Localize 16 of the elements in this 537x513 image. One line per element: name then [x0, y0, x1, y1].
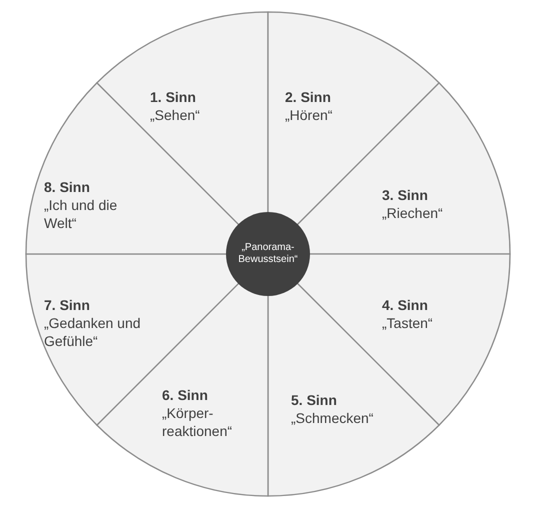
sector-heading: 2. Sinn — [285, 88, 332, 106]
sector-heading: 3. Sinn — [382, 186, 429, 204]
sector-label: „Ich und die Welt“ — [44, 196, 118, 233]
sector-label: „Körper-reaktionen“ — [162, 404, 234, 441]
sector-heading: 5. Sinn — [291, 391, 338, 410]
sector-label: „Tasten“ — [382, 314, 434, 332]
sector-heading: 6. Sinn — [162, 386, 209, 404]
sector-label: „Gedanken und Gefühle“ — [44, 314, 142, 351]
sector-label: „Sehen“ — [150, 106, 201, 124]
sector-heading: 4. Sinn — [382, 296, 429, 314]
sector-heading: 8. Sinn — [44, 178, 91, 196]
sector-label: „Riechen“ — [382, 204, 444, 222]
sector-label: „Hören“ — [285, 106, 334, 124]
sector-label: „Schmecken“ — [291, 409, 374, 428]
sector-heading: 1. Sinn — [150, 88, 197, 106]
sector-heading: 7. Sinn — [44, 296, 91, 314]
